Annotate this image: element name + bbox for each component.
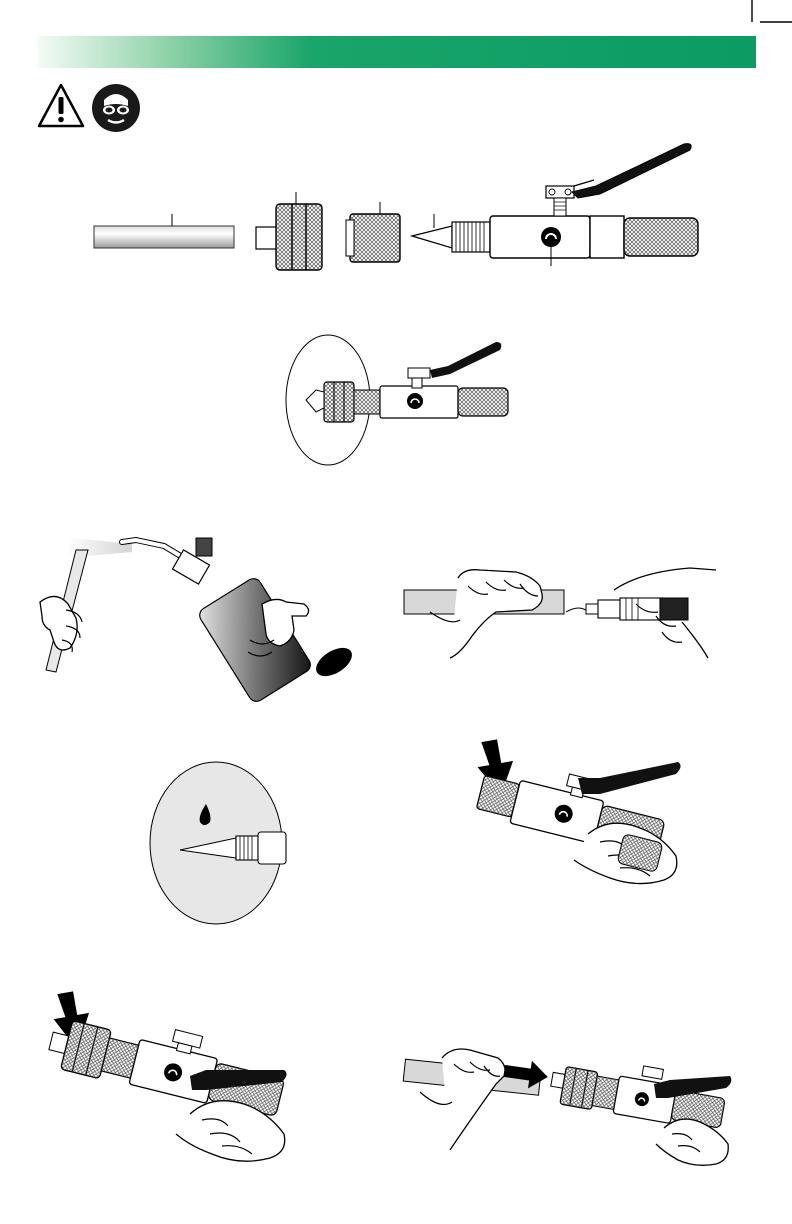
flaring-tool-body [412,144,698,266]
knurled-cap-part [346,202,400,262]
eye-protection-icon [90,82,142,134]
tube-and-tool-in-hands [400,564,720,664]
heating-tubing-with-torch [36,530,356,690]
press-adapter-on-tool [470,738,690,898]
copper-tube-part [94,214,234,248]
assembled-tool-detail [280,332,520,468]
insert-tube-into-tool [400,1040,730,1170]
oil-drop-on-tip-detail [148,760,284,926]
parts-exploded-view [0,130,792,290]
crop-mark [0,0,30,22]
adapter-part [256,192,322,270]
press-fitting-on-tool [40,990,300,1170]
header-bar [38,36,756,68]
warning-triangle-icon [36,82,86,132]
